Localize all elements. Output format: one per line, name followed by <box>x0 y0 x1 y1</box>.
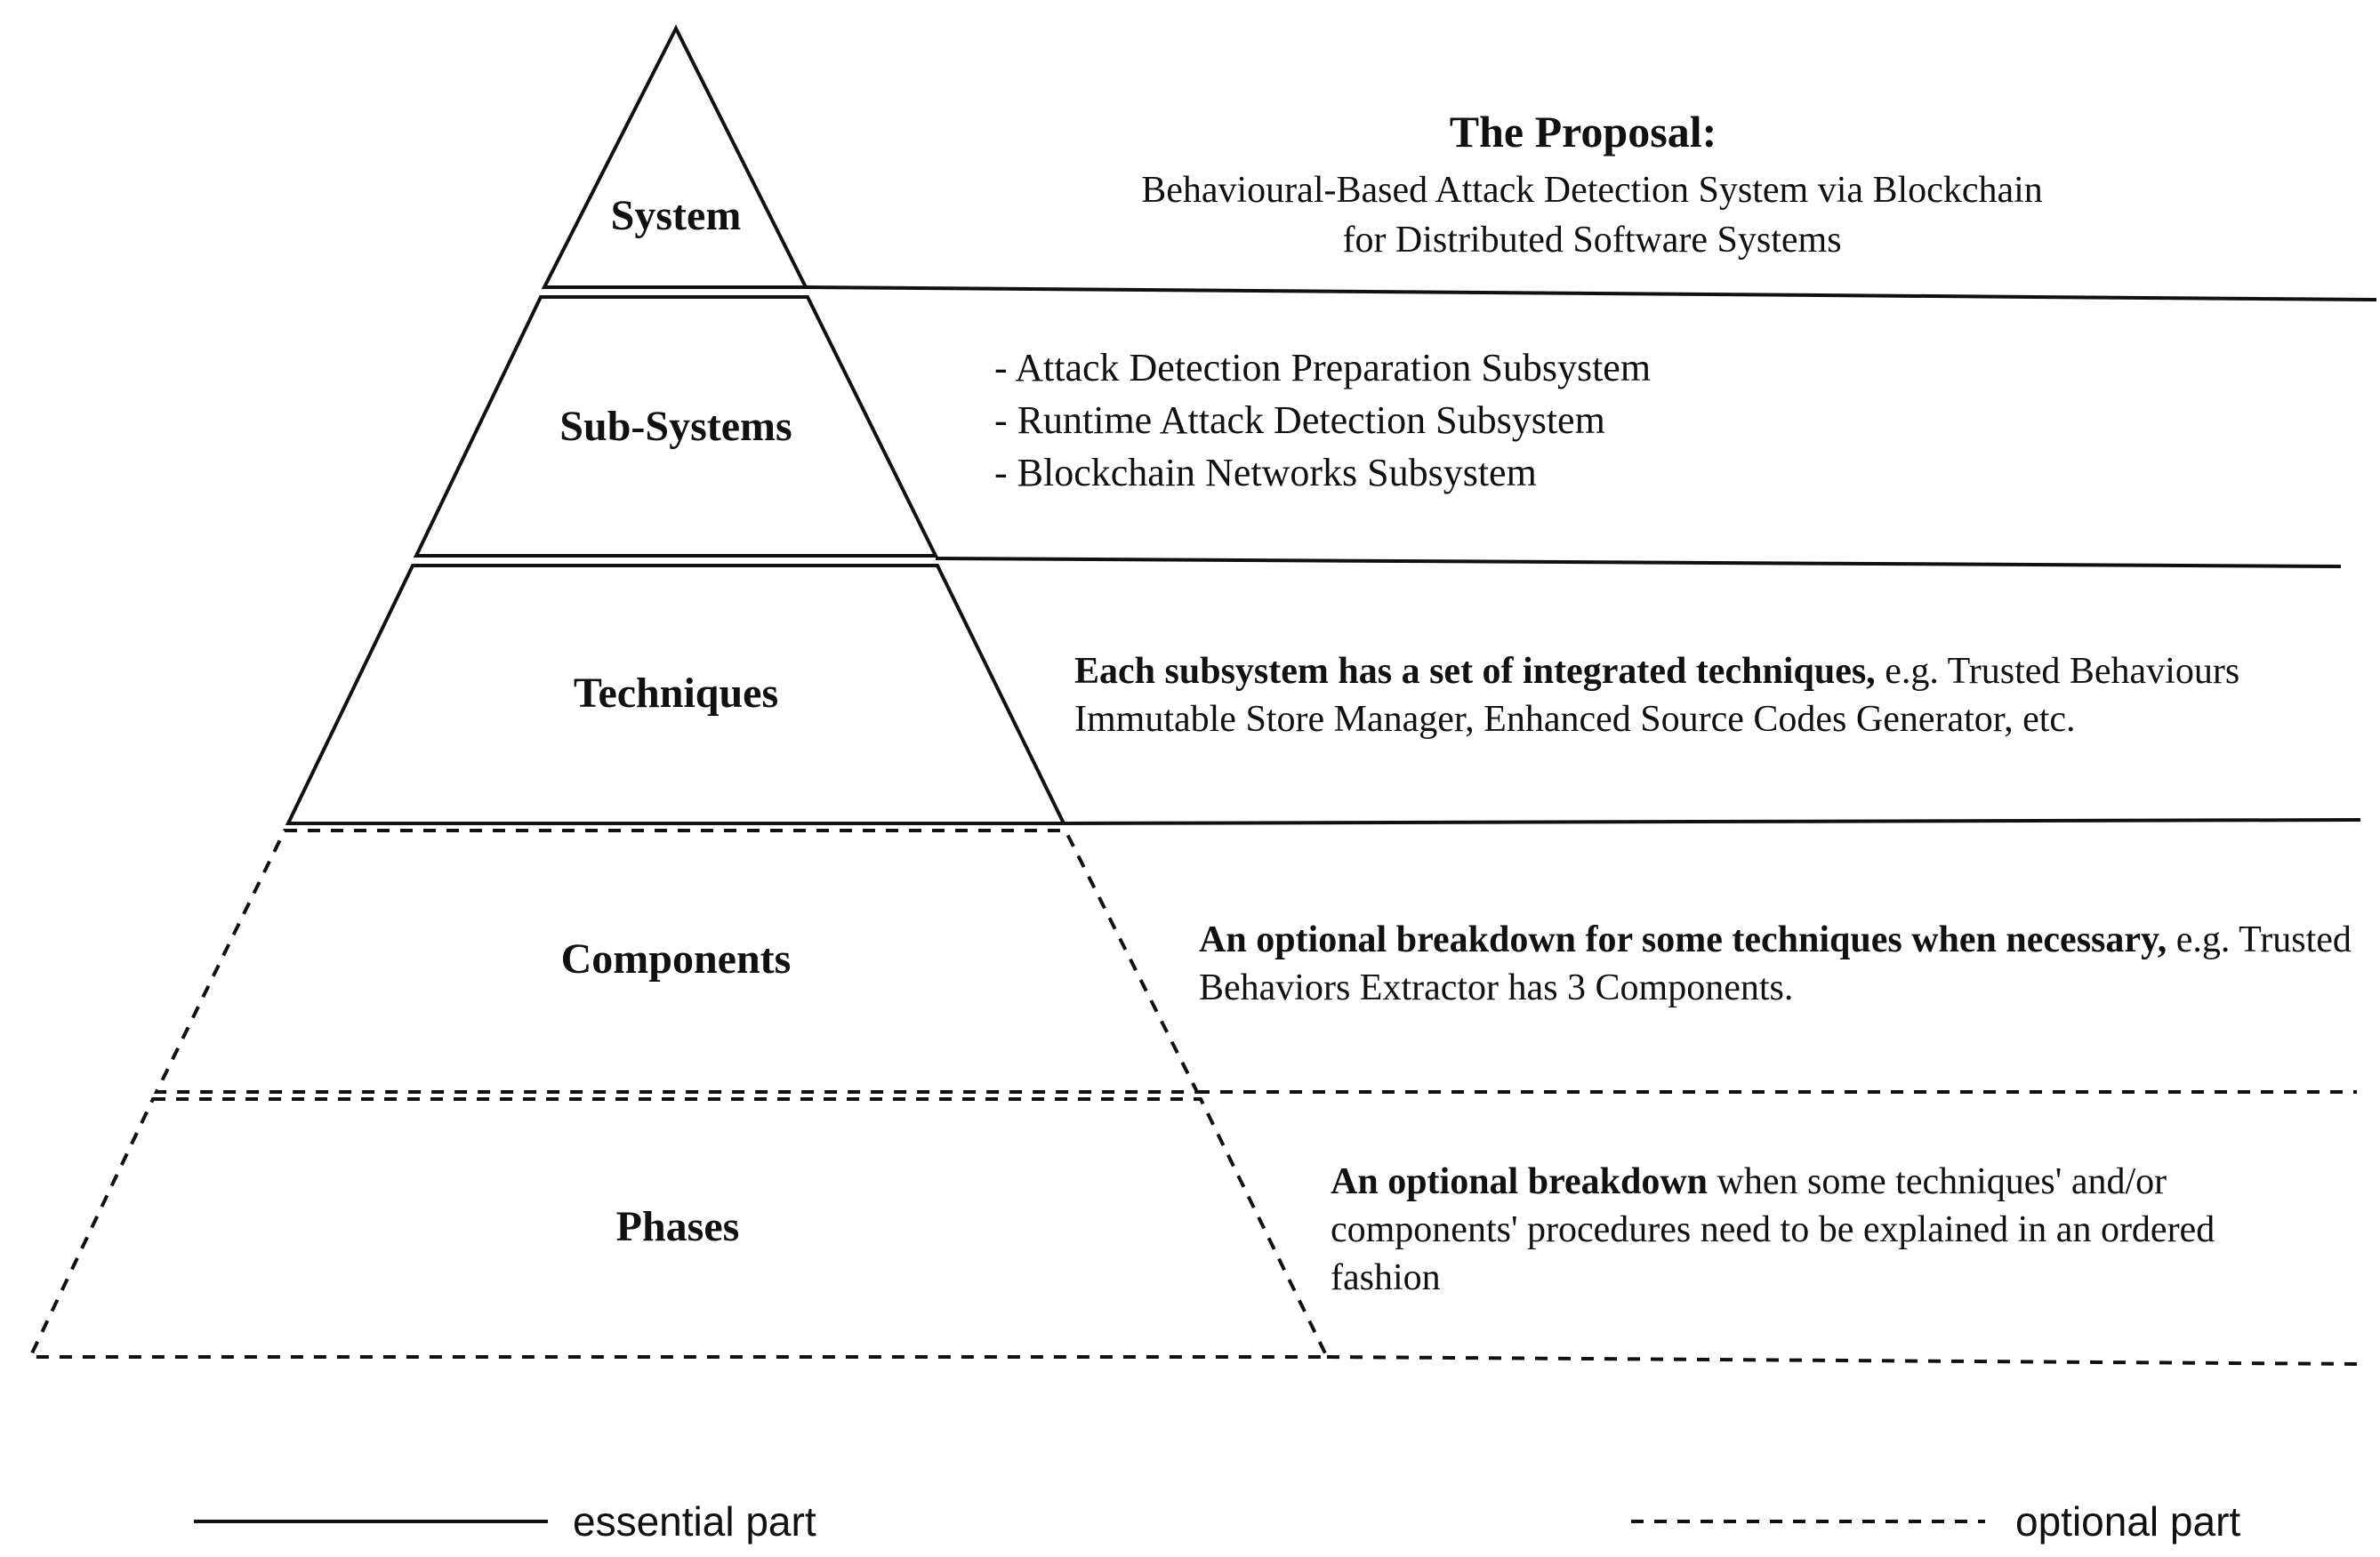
legend-essential-label: essential part <box>573 1498 816 1545</box>
proposal-description: Behavioural-Based Attack Detection Syste… <box>961 165 2223 265</box>
tier-subsystems <box>413 295 939 558</box>
proposal-line-2: for Distributed Software Systems <box>1342 220 1842 261</box>
separator-phases <box>1326 1355 2363 1366</box>
techniques-description-rest: e.g. Trusted Behaviours Immutable Store … <box>1074 651 2240 740</box>
label-system: System <box>611 192 742 239</box>
subsystem-item: - Blockchain Networks Subsystem <box>994 451 1537 494</box>
subsystem-item: - Attack Detection Preparation Subsystem <box>994 346 1652 389</box>
label-subsystems: Sub-Systems <box>559 403 792 450</box>
phases-description: An optional breakdown when some techniqu… <box>1331 1158 2309 1302</box>
subsystem-item: - Runtime Attack Detection Subsystem <box>994 398 1605 442</box>
components-description-bold: An optional breakdown for some technique… <box>1199 919 2167 960</box>
legend-optional-label: optional part <box>2015 1498 2241 1545</box>
components-description: An optional breakdown for some technique… <box>1199 916 2355 1012</box>
label-phases: Phases <box>616 1203 740 1250</box>
proposal-title: The Proposal: <box>1449 107 1717 157</box>
tier-system <box>541 24 809 289</box>
label-components: Components <box>561 935 792 983</box>
phases-description-rest: when some techniques' and/or components'… <box>1331 1161 2215 1298</box>
subsystem-list: - Attack Detection Preparation Subsystem… <box>994 341 1651 499</box>
separator-subsystems <box>935 557 2342 568</box>
separator-techniques <box>1063 818 2361 825</box>
techniques-description-bold: Each subsystem has a set of integrated t… <box>1074 651 1876 692</box>
separator-system <box>805 285 2377 301</box>
tier-phases <box>27 1097 1331 1359</box>
proposal-line-1: Behavioural-Based Attack Detection Syste… <box>1141 170 2043 211</box>
components-description-rest: e.g. Trusted Behaviors Extractor has 3 C… <box>1199 919 2352 1008</box>
techniques-description: Each subsystem has a set of integrated t… <box>1074 647 2355 743</box>
label-techniques: Techniques <box>574 670 778 717</box>
phases-description-bold: An optional breakdown <box>1331 1161 1709 1202</box>
